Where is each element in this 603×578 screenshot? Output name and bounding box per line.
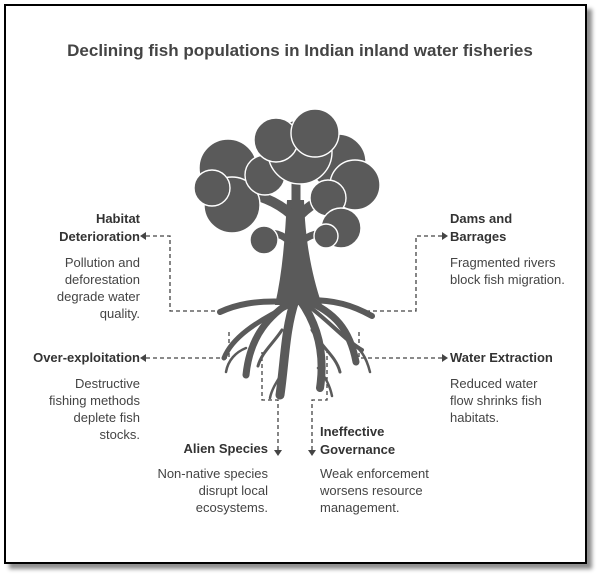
connector-habitat [146, 235, 226, 312]
over-exploitation-desc: Destructive fishing methods deplete fish… [48, 376, 140, 442]
habitat-deterioration-label: Habitat Deterioration [59, 211, 140, 244]
tree-canopy [193, 108, 381, 255]
connector-overexploitation [146, 330, 230, 359]
tree-roots [217, 295, 375, 400]
over-exploitation-label: Over-exploitation [33, 350, 140, 365]
connector-arrows [140, 232, 448, 456]
diagram-title: Declining fish populations in Indian inl… [67, 41, 533, 60]
connector-governance [311, 352, 328, 450]
connector-alien [261, 352, 279, 450]
water-extraction-label: Water Extraction [450, 350, 553, 365]
connector-lines [146, 235, 442, 450]
ineffective-governance-label: Ineffective Governance [320, 424, 396, 457]
alien-species-desc: Non-native species disrupt local ecosyst… [157, 466, 268, 515]
ineffective-governance-desc: Weak enforcement worsens resource manage… [320, 466, 429, 515]
habitat-deterioration-desc: Pollution and deforestation degrade wate… [56, 255, 140, 321]
dams-barrages-desc: Fragmented rivers block fish migration. [450, 255, 565, 287]
water-extraction-desc: Reduced water flow shrinks fish habitats… [450, 376, 542, 425]
dams-barrages-label: Dams and Barrages [450, 211, 513, 244]
connector-dams [364, 235, 442, 312]
connector-water [358, 330, 442, 359]
alien-species-label: Alien Species [183, 441, 268, 456]
